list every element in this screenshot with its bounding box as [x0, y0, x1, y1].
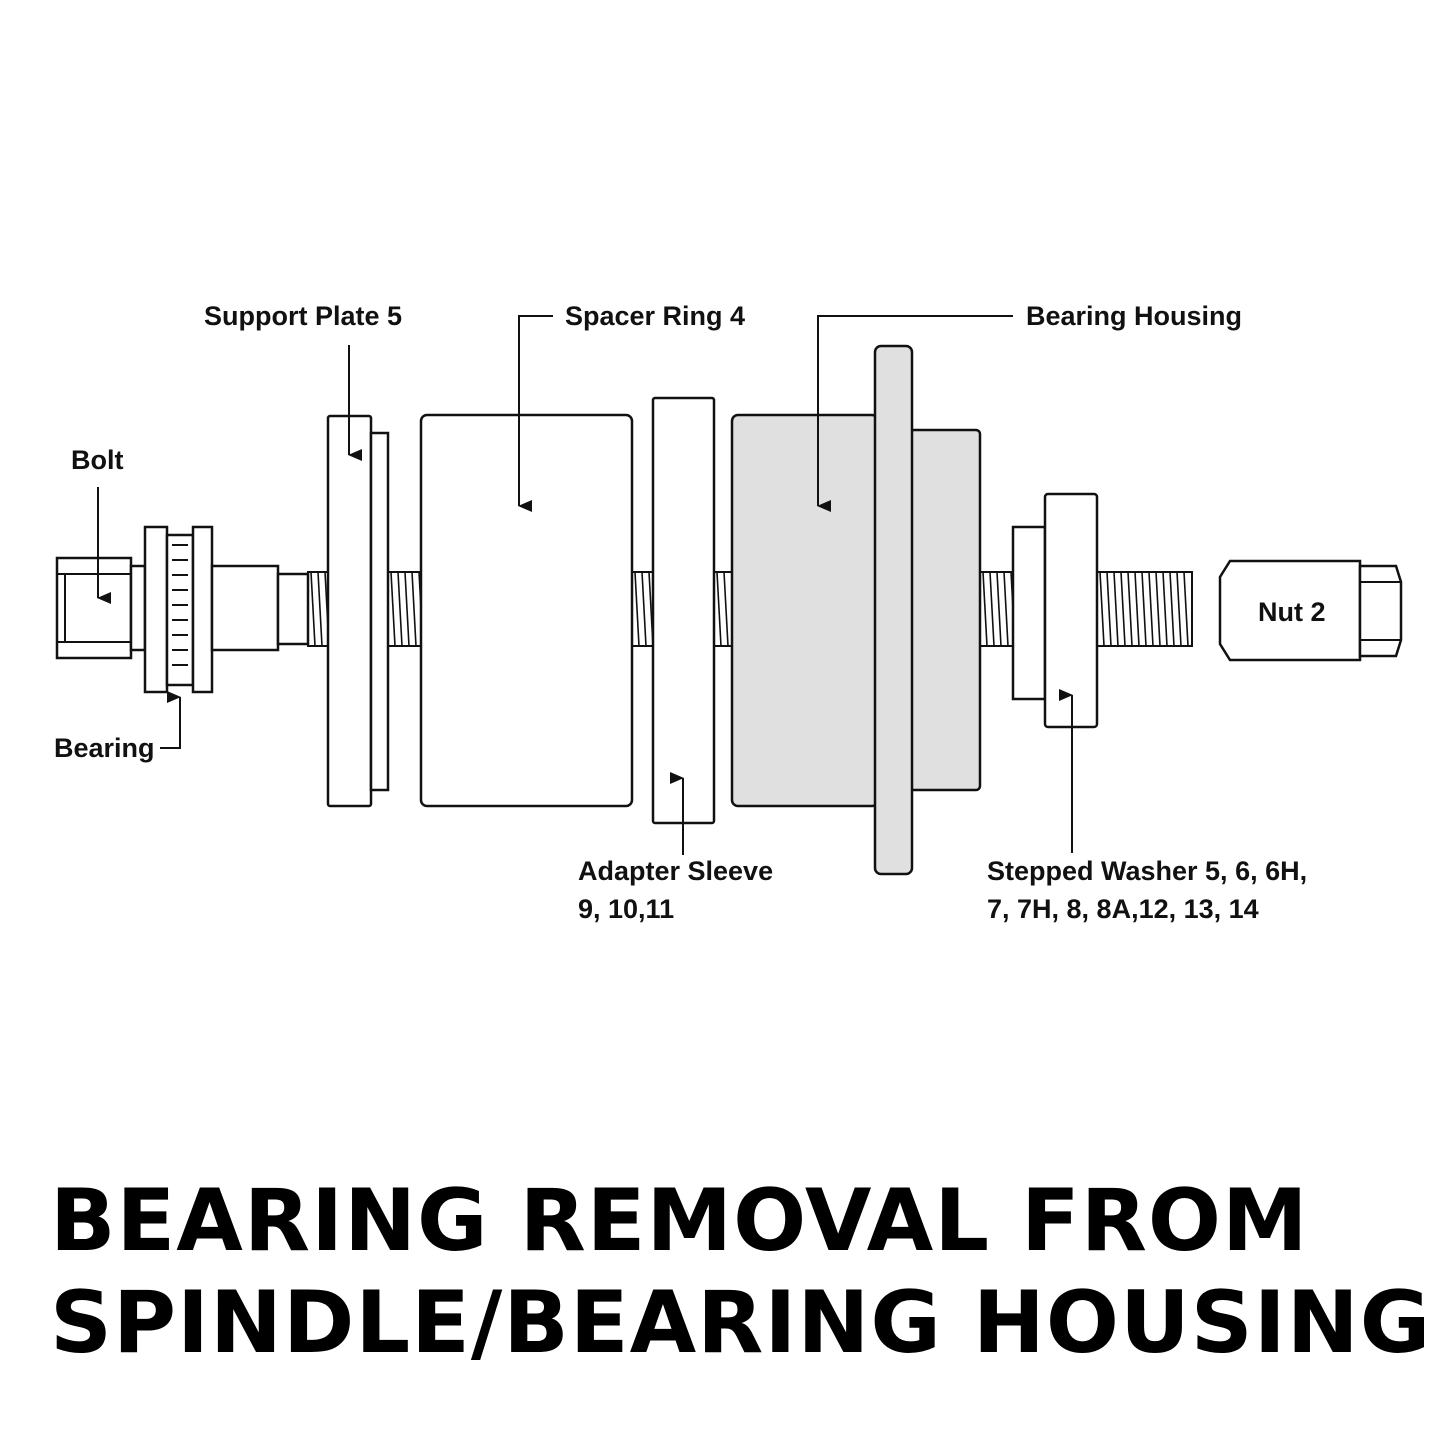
- thread-line: [1134, 571, 1140, 647]
- bolt-label: Bolt: [71, 445, 123, 475]
- thread-line: [1003, 571, 1009, 647]
- thread-line: [641, 571, 647, 647]
- thread-line: [982, 571, 988, 647]
- title-line-1: BEARING REMOVAL FROM: [50, 1171, 1309, 1271]
- thread-line: [723, 571, 729, 647]
- thread-line: [716, 571, 722, 647]
- thread-line: [1183, 571, 1189, 647]
- stepped-washer-label: Stepped Washer 5, 6, 6H,: [987, 856, 1307, 886]
- thread-line: [1148, 571, 1154, 647]
- thread-line: [317, 571, 323, 647]
- stepped-washer: [1011, 492, 1099, 729]
- stepped-washer-numbers: 7, 7H, 8, 8A,12, 13, 14: [987, 894, 1259, 924]
- thread-line: [1141, 571, 1147, 647]
- spacer-ring: [419, 413, 634, 808]
- thread-line: [390, 571, 396, 647]
- adapter-sleeve: [651, 396, 716, 825]
- thread-line: [1169, 571, 1175, 647]
- thread-line: [989, 571, 995, 647]
- thread-line: [1120, 571, 1126, 647]
- nut-label: Nut 2: [1258, 597, 1326, 627]
- thread-line: [1176, 571, 1182, 647]
- thread-line: [1113, 571, 1119, 647]
- bearing-housing: [730, 344, 982, 876]
- thread-line: [1099, 571, 1105, 647]
- thread-line: [1127, 571, 1133, 647]
- bearing-housing-label: Bearing Housing: [1026, 301, 1242, 331]
- page-title: BEARING REMOVAL FROM SPINDLE/BEARING HOU…: [50, 1170, 1432, 1374]
- title-line-2: SPINDLE/BEARING HOUSING: [50, 1273, 1432, 1373]
- thread-line: [397, 571, 403, 647]
- bolt-head: [55, 556, 147, 660]
- spacer-ring-label: Spacer Ring 4: [565, 301, 745, 331]
- leader-lines: [97, 315, 1073, 855]
- bearing-label: Bearing: [54, 733, 155, 763]
- thread-line: [1155, 571, 1161, 647]
- bearing-housing-arrow: [817, 315, 1013, 512]
- spindle-shank: [210, 564, 310, 652]
- spacer-ring-arrow: [518, 315, 553, 512]
- adapter-sleeve-label: Adapter Sleeve: [578, 856, 773, 886]
- thread-line: [996, 571, 1002, 647]
- nut: Nut 2: [1218, 559, 1403, 662]
- bearing: [143, 525, 214, 694]
- thread-line: [411, 571, 417, 647]
- support-plate-label: Support Plate 5: [204, 301, 402, 331]
- thread-line: [634, 571, 640, 647]
- bearing-arrow: [160, 691, 181, 749]
- thread-line: [1162, 571, 1168, 647]
- thread-line: [404, 571, 410, 647]
- support-plate: [326, 414, 390, 808]
- thread-line: [1106, 571, 1112, 647]
- rod-segment: [713, 571, 733, 647]
- adapter-sleeve-numbers: 9, 10,11: [578, 894, 674, 924]
- thread-line: [310, 571, 316, 647]
